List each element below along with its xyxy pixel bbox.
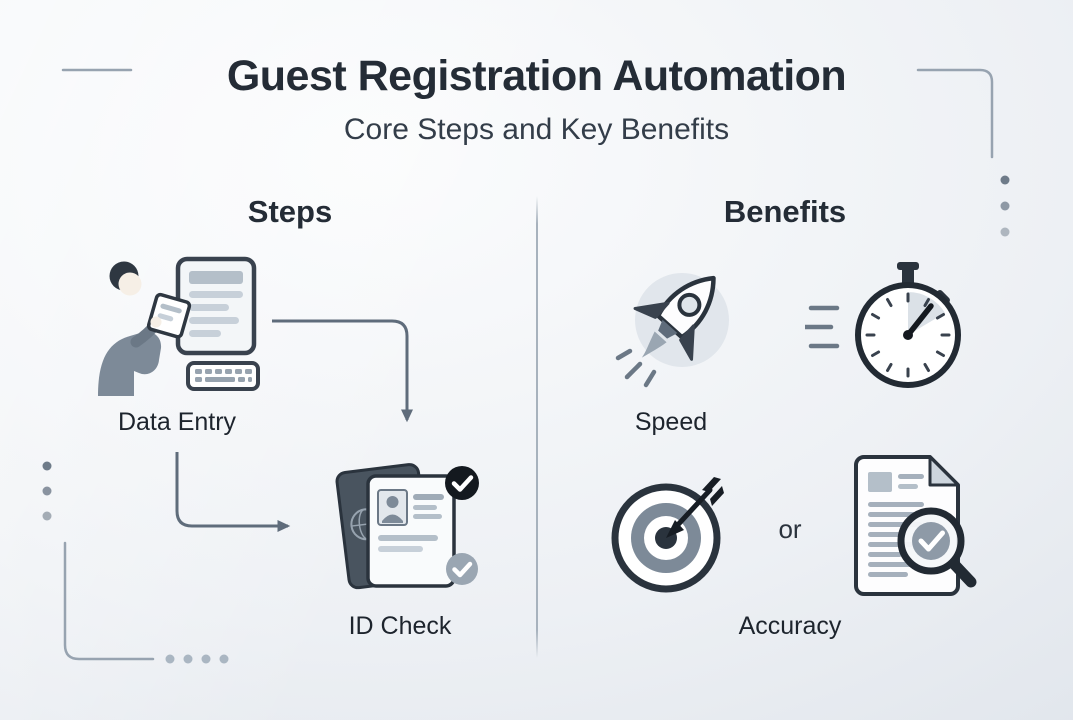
step-label-id-check: ID Check <box>348 612 452 640</box>
document-magnifier-check-icon <box>838 452 978 602</box>
dots-top-right <box>1000 175 1010 237</box>
arrow <box>666 477 724 538</box>
tablet <box>146 292 192 339</box>
passport-page <box>366 474 456 588</box>
step-label-data-entry: Data Entry <box>117 408 237 436</box>
benefit-label-accuracy: Accuracy <box>738 612 842 640</box>
stopwatch <box>855 262 961 388</box>
magnifier-check <box>897 507 977 588</box>
dots-left <box>42 461 52 521</box>
person-tablet-illustration <box>90 256 270 396</box>
elbow-arrow-right-down-icon <box>272 319 413 423</box>
stopwatch-ticks <box>865 292 951 378</box>
keyboard <box>186 361 260 391</box>
rocket <box>633 275 716 361</box>
check-badge-gray-icon <box>446 553 478 585</box>
target-arrow-icon <box>606 458 736 598</box>
steps-heading: Steps <box>247 194 333 229</box>
dots-bottom <box>165 654 229 664</box>
corner-line-bottom-left <box>63 541 155 661</box>
benefit-label-speed: Speed <box>634 408 708 436</box>
page-title: Guest Registration Automation <box>226 52 847 100</box>
page-subtitle: Core Steps and Key Benefits <box>343 113 730 146</box>
monitor <box>175 256 257 356</box>
rocket-motion-lines <box>615 348 657 388</box>
or-connector-text: or <box>778 514 802 544</box>
stopwatch-speed-lines <box>805 305 840 349</box>
stopwatch-icon <box>805 258 965 398</box>
column-divider <box>536 196 538 658</box>
rocket-icon <box>610 258 745 398</box>
benefits-heading: Benefits <box>723 194 847 229</box>
passport-check-illustration <box>323 450 488 600</box>
elbow-arrow-down-right-icon <box>175 452 291 532</box>
check-badge-dark-icon <box>445 466 479 500</box>
person <box>98 261 192 396</box>
